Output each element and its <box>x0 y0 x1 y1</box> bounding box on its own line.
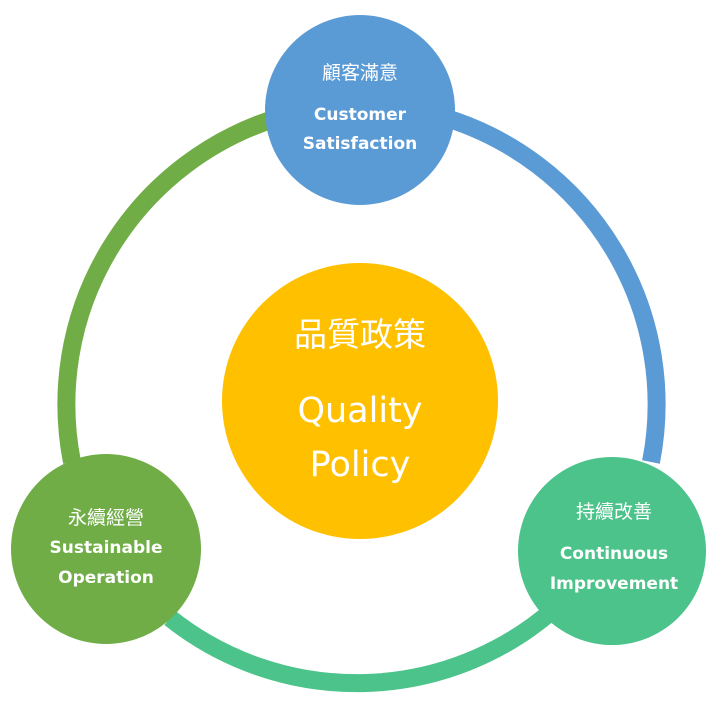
node-customer-satisfaction-en-line1: Customer <box>314 105 407 125</box>
node-sustainable-operation-zh: 永續經營 <box>68 507 144 529</box>
node-sustainable-operation-en-line2: Operation <box>58 568 154 588</box>
node-sustainable-operation <box>11 454 201 644</box>
node-continuous-improvement-en-line1: Continuous <box>560 544 668 564</box>
center-title-en-line2: Policy <box>310 445 411 485</box>
node-continuous-improvement-en-line2: Improvement <box>550 574 678 594</box>
ring-arc-green-left <box>57 108 283 464</box>
node-continuous-improvement-zh: 持續改善 <box>576 501 652 523</box>
node-customer-satisfaction-zh: 顧客滿意 <box>322 62 398 84</box>
ring-arc-green-bottom <box>164 603 559 693</box>
node-sustainable-operation-en-line1: Sustainable <box>50 538 163 558</box>
center-circle <box>222 263 498 539</box>
center-title-zh: 品質政策 <box>294 315 426 354</box>
node-continuous-improvement <box>518 457 706 645</box>
center-title-en-line1: Quality <box>297 391 422 431</box>
node-customer-satisfaction-en-line2: Satisfaction <box>303 134 417 154</box>
node-customer-satisfaction <box>265 15 455 205</box>
ring-arc-blue <box>440 108 666 464</box>
